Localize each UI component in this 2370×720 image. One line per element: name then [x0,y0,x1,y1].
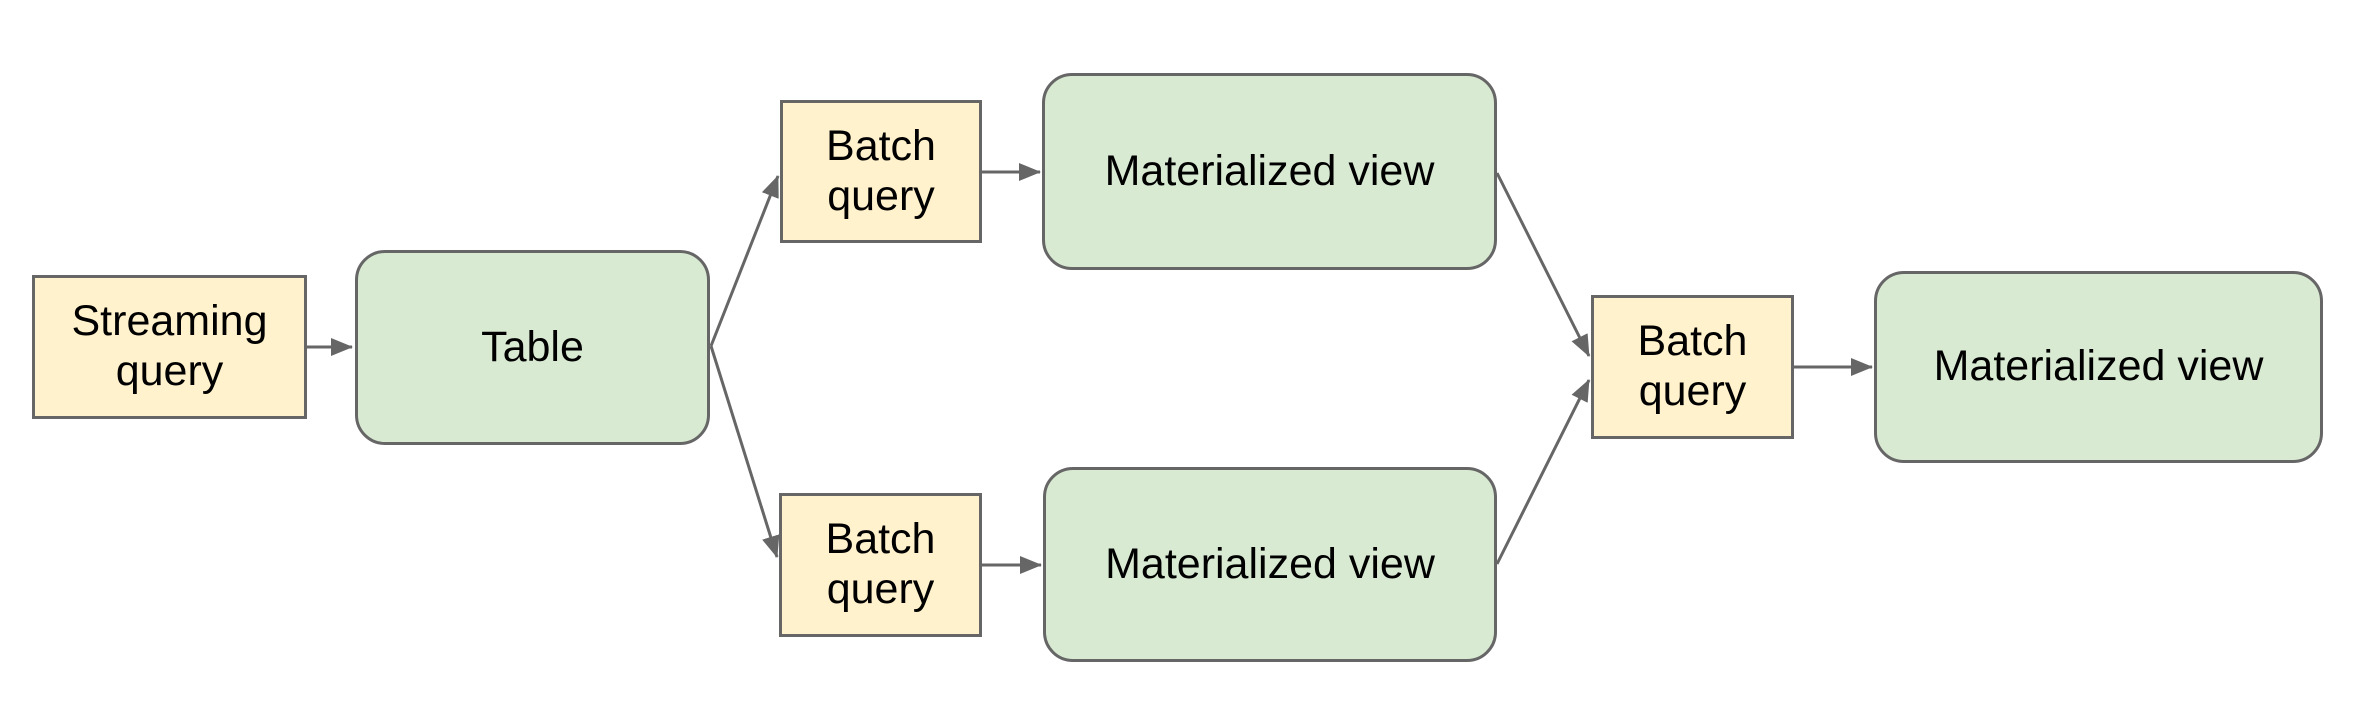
connector-table-to-bq-bottom [709,345,780,558]
node-label: Streaming query [71,297,268,395]
node-label: Materialized view [1104,146,1435,195]
connector-table-to-bq-top [709,175,780,347]
node-materialized-view-final: Materialized view [1874,271,2323,463]
node-label: Table [481,322,584,371]
connector-mv-bottom-to-bq-final [1495,379,1591,565]
node-label: Materialized view [1105,539,1435,588]
node-streaming-query: Streaming query [32,275,307,419]
node-label: Batch query [825,515,936,613]
node-label: Batch query [826,121,936,220]
node-label: Materialized view [1933,342,2264,391]
node-table: Table [355,250,710,445]
connector-mv-top-to-bq-final [1495,172,1591,357]
node-label: Batch query [1637,317,1748,415]
node-materialized-view-top: Materialized view [1042,73,1497,270]
node-batch-query-top: Batch query [780,100,982,243]
node-batch-query-bottom: Batch query [779,493,982,637]
node-batch-query-final: Batch query [1591,295,1794,439]
node-materialized-view-bottom: Materialized view [1043,467,1497,662]
